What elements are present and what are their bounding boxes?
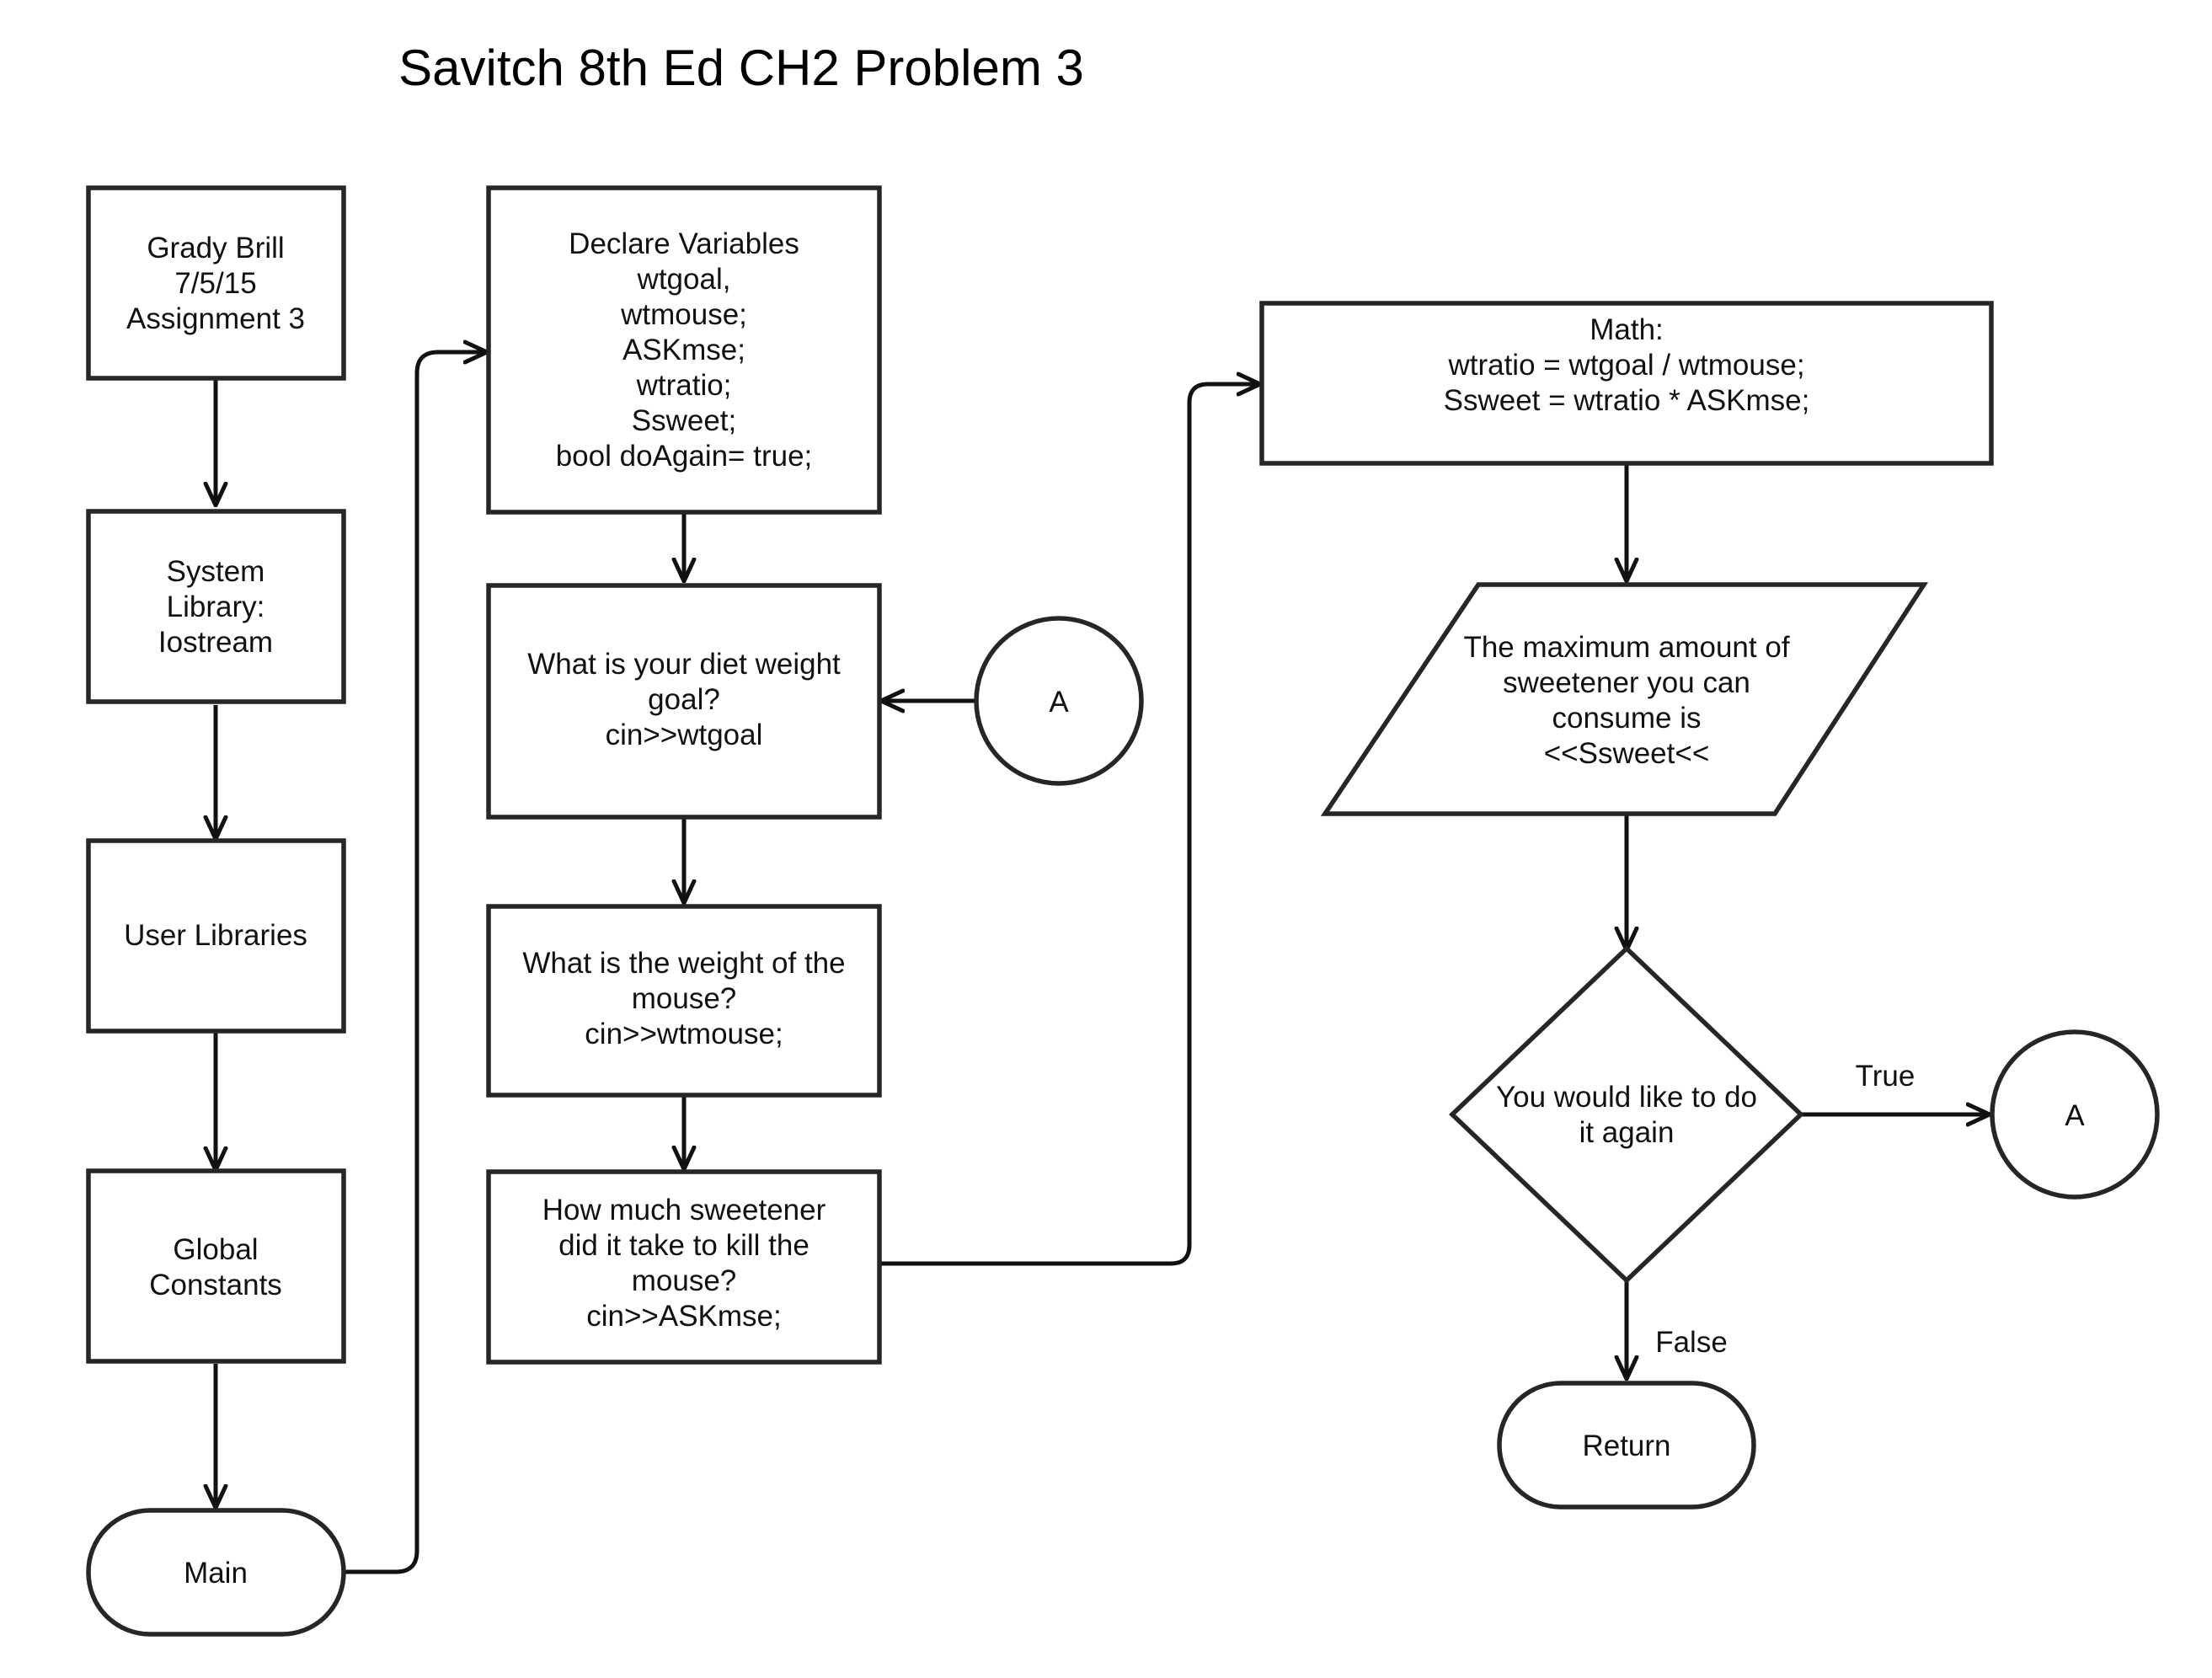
input-mouse-line-1: What is the weight of the bbox=[522, 947, 845, 980]
output-line-1: The maximum amount of bbox=[1463, 631, 1789, 664]
header-line-2: 7/5/15 bbox=[174, 267, 256, 300]
edge-main-to-declare-variables bbox=[344, 352, 487, 1574]
node-main: Main bbox=[86, 1508, 346, 1637]
input-goal-line-3: cin>>wtgoal bbox=[606, 719, 763, 751]
math-line-1: Math: bbox=[1590, 313, 1664, 346]
node-math-text: Math:wtratio = wtgoal / wtmouse;Ssweet =… bbox=[1444, 313, 1810, 417]
system-library-line-1: System bbox=[167, 555, 265, 588]
output-line-2: sweetener you can bbox=[1503, 666, 1750, 699]
node-main-text: Main bbox=[184, 1557, 248, 1590]
node-return-text: Return bbox=[1582, 1430, 1670, 1462]
input-mouse-line-2: mouse? bbox=[632, 982, 737, 1015]
decision-line-2: it again bbox=[1579, 1116, 1675, 1149]
declare-variables-line-2: wtgoal, bbox=[637, 263, 731, 296]
diagram-title: Savitch 8th Ed CH2 Problem 3 bbox=[398, 40, 1084, 96]
output-line-3: consume is bbox=[1552, 702, 1701, 735]
declare-variables-line-4: ASKmse; bbox=[622, 334, 745, 366]
node-connector-a-right-text: A bbox=[2065, 1099, 2085, 1132]
input-goal-line-2: goal? bbox=[648, 683, 720, 716]
edges bbox=[216, 352, 1990, 1574]
output-line-4: <<Ssweet<< bbox=[1544, 737, 1710, 770]
connector-a-right-line-1: A bbox=[2065, 1099, 2085, 1132]
node-math: Math:wtratio = wtgoal / wtmouse;Ssweet =… bbox=[1259, 301, 1994, 466]
main-line-1: Main bbox=[184, 1557, 248, 1590]
declare-variables-line-5: wtratio; bbox=[636, 369, 732, 402]
system-library-line-2: Library: bbox=[167, 591, 265, 623]
node-connector-a-top-text: A bbox=[1049, 686, 1069, 719]
node-return: Return bbox=[1497, 1381, 1756, 1510]
input-goal-line-1: What is your diet weight bbox=[527, 648, 841, 681]
input-sweetener-line-1: How much sweetener bbox=[542, 1194, 826, 1226]
node-user-libraries: User Libraries bbox=[86, 838, 346, 1034]
global-constants-line-1: Global bbox=[173, 1233, 258, 1266]
math-line-2: wtratio = wtgoal / wtmouse; bbox=[1447, 349, 1804, 382]
header-line-3: Assignment 3 bbox=[126, 302, 305, 335]
edge-label-true: True bbox=[1856, 1060, 1915, 1093]
declare-variables-line-7: bool doAgain= true; bbox=[556, 440, 813, 473]
edge-input-sweetener-to-math bbox=[881, 384, 1260, 1266]
input-sweetener-line-3: mouse? bbox=[632, 1264, 737, 1297]
decision-line-1: You would like to do bbox=[1496, 1081, 1757, 1114]
input-sweetener-line-4: cin>>ASKmse; bbox=[586, 1300, 782, 1333]
input-sweetener-line-2: did it take to kill the bbox=[558, 1229, 809, 1262]
user-libraries-line-1: User Libraries bbox=[124, 919, 307, 952]
return-line-1: Return bbox=[1582, 1430, 1670, 1462]
node-connector-a-right: A bbox=[1990, 1029, 2160, 1200]
declare-variables-line-6: Ssweet; bbox=[632, 404, 737, 437]
connector-a-top-line-1: A bbox=[1049, 686, 1069, 719]
header-line-1: Grady Brill bbox=[147, 232, 284, 265]
system-library-line-3: Iostream bbox=[158, 626, 273, 659]
node-user-libraries-text: User Libraries bbox=[124, 919, 307, 952]
declare-variables-line-1: Declare Variables bbox=[569, 227, 799, 260]
declare-variables-line-3: wtmouse; bbox=[620, 298, 747, 331]
edge-label-false: False bbox=[1655, 1326, 1728, 1359]
node-connector-a-top: A bbox=[974, 616, 1144, 786]
global-constants-line-2: Constants bbox=[149, 1269, 282, 1301]
math-line-3: Ssweet = wtratio * ASKmse; bbox=[1444, 384, 1810, 417]
input-mouse-line-3: cin>>wtmouse; bbox=[585, 1018, 783, 1050]
